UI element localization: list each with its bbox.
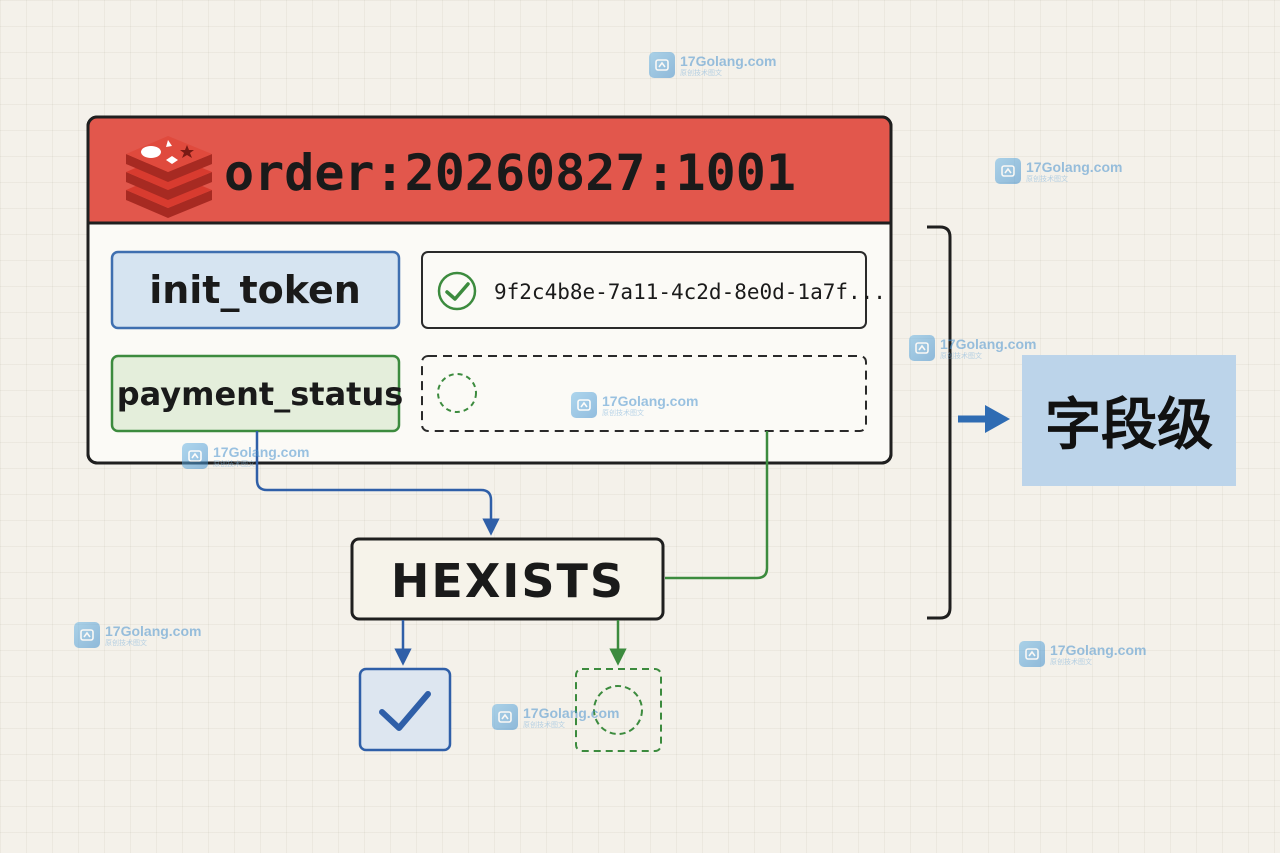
command-label: HEXISTS <box>391 554 625 608</box>
empty-circle-icon <box>593 685 643 735</box>
field-name: init_token <box>149 268 361 312</box>
connector-green <box>665 431 769 580</box>
field-level-label-box: 字段级 <box>1022 355 1236 486</box>
field-value-box <box>421 251 867 329</box>
result-exists-box <box>358 667 452 752</box>
result-missing-box <box>575 668 662 752</box>
field-level-label: 字段级 <box>1045 393 1213 458</box>
field-name-box <box>110 354 401 433</box>
hash-key-name: order:20260827:1001 <box>224 144 796 202</box>
checkmark-icon <box>379 691 431 731</box>
empty-circle-icon <box>437 373 477 413</box>
field-name-box <box>110 250 401 330</box>
field-row-init-token: init_token 9f2c4b8e-7a11-4c2d-8e0d-1a7f.… <box>110 250 886 330</box>
grouping-bracket <box>927 225 952 620</box>
hexists-command-box: HEXISTS <box>350 537 665 621</box>
redis-logo-icon <box>126 136 212 218</box>
field-row-payment-status: payment_status <box>110 354 867 433</box>
field-value-placeholder-box <box>421 355 867 432</box>
field-value: 9f2c4b8e-7a11-4c2d-8e0d-1a7f... <box>494 280 886 304</box>
connector-blue <box>255 431 500 536</box>
check-circle-icon <box>437 271 477 311</box>
hash-key-header <box>88 117 891 223</box>
arrow-right-icon <box>958 405 1010 433</box>
field-name: payment_status <box>117 375 404 413</box>
